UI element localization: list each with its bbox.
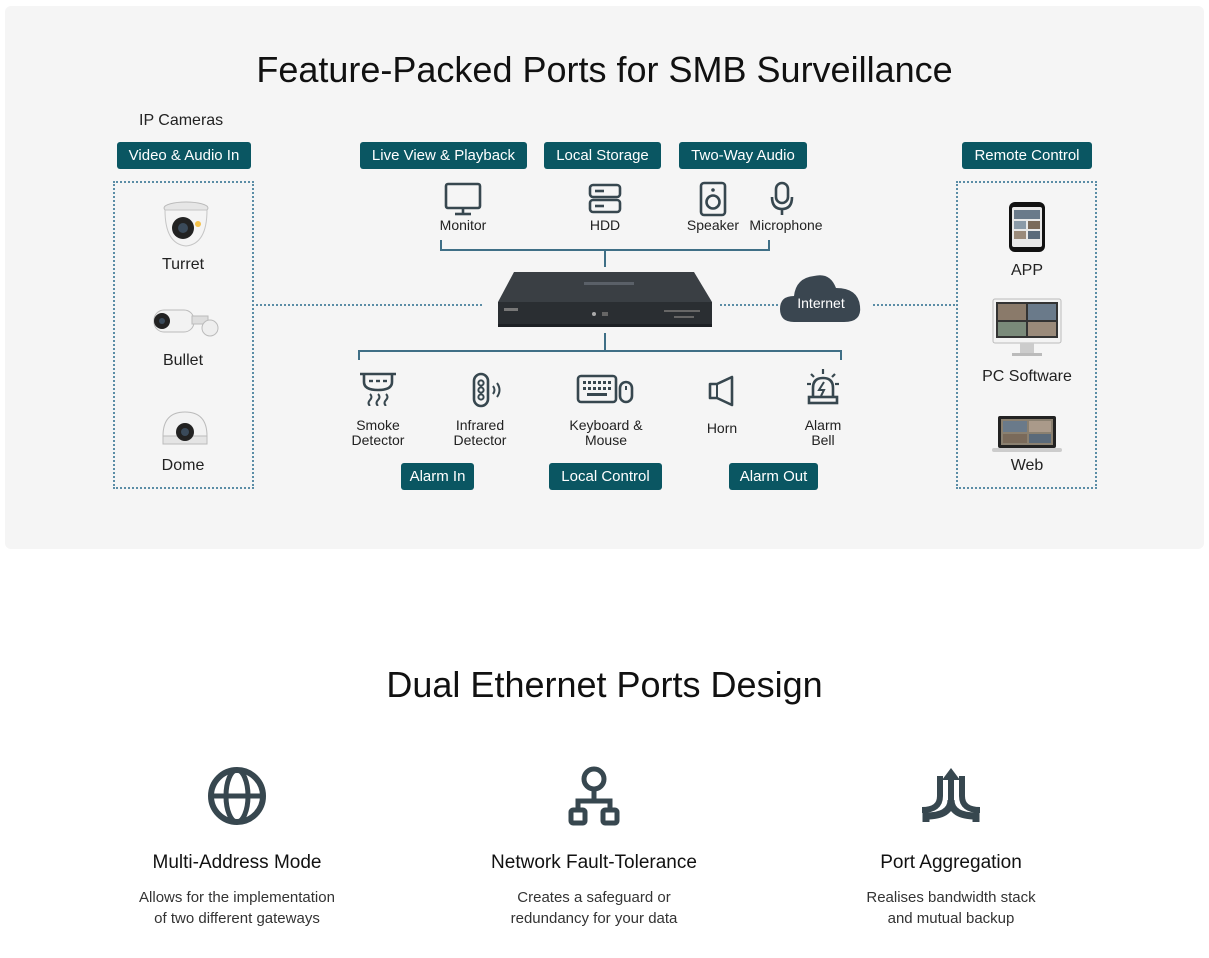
tag-video-audio-in: Video & Audio In [117, 142, 251, 169]
tag-remote-control: Remote Control [962, 142, 1092, 169]
hdd-icon [588, 183, 622, 214]
keyboard-mouse-icon [576, 374, 634, 404]
feature-port-aggregation-desc-2: and mutual backup [887, 910, 1015, 927]
camera-turret-label: Turret [161, 256, 205, 273]
feature-fault-tolerance-title: Network Fault-Tolerance [491, 852, 697, 873]
web-laptop-icon [992, 416, 1062, 452]
feature-port-aggregation-desc-1: Realises bandwidth stack [866, 889, 1036, 906]
feature-multi-address-desc-1: Allows for the implementation [139, 889, 335, 906]
feature-multi-address-desc-2: of two different gateways [154, 910, 320, 927]
cameras-connector [256, 304, 482, 306]
cameras-box [113, 181, 254, 489]
alarm-bell-icon [807, 369, 839, 405]
keyboard-label-1: Keyboard & [569, 417, 643, 433]
nvr-internet-connector [720, 304, 778, 306]
feature-multi-address-title: Multi-Address Mode [152, 852, 322, 873]
horn-label: Horn [706, 420, 738, 436]
camera-dome-label: Dome [161, 457, 205, 474]
feature-fault-tolerance-desc-1: Creates a safeguard or [517, 889, 671, 906]
remote-web-label: Web [1010, 457, 1044, 474]
internet-label: Internet [797, 295, 845, 311]
device-monitor-label: Monitor [439, 217, 487, 233]
tag-alarm-out: Alarm Out [729, 463, 818, 490]
smoke-label-1: Smoke [356, 417, 400, 433]
bottom-bracket [358, 350, 842, 352]
feature-fault-tolerance-desc-2: redundancy for your data [510, 910, 678, 927]
infrared-label-2: Detector [453, 432, 507, 448]
device-hdd-label: HDD [589, 217, 621, 233]
smoke-label-2: Detector [351, 432, 405, 448]
remote-app-label: APP [1010, 262, 1043, 279]
infrared-label-1: Infrared [455, 417, 505, 433]
keyboard-label-2: Mouse [584, 432, 628, 448]
infrared-detector-icon [472, 372, 501, 408]
section-title-surveillance: Feature-Packed Ports for SMB Surveillanc… [256, 49, 953, 90]
device-speaker-label: Speaker [686, 217, 740, 233]
phone-app-icon [1009, 202, 1045, 252]
internet-cloud-icon [780, 275, 861, 322]
tag-two-way-audio: Two-Way Audio [679, 142, 807, 169]
feature-port-aggregation-title: Port Aggregation [880, 852, 1022, 873]
alarm-bell-label-2: Bell [811, 432, 835, 448]
bullet-camera-icon [153, 309, 219, 337]
remote-pc-software-label: PC Software [982, 368, 1072, 385]
tag-live-view-playback: Live View & Playback [360, 142, 527, 169]
pc-software-icon [992, 298, 1062, 356]
merge-arrow-icon [921, 768, 981, 822]
tag-local-control: Local Control [549, 463, 662, 490]
nvr-device-icon [498, 272, 712, 327]
turret-camera-icon [163, 201, 209, 247]
microphone-icon [770, 181, 794, 215]
remote-box [956, 181, 1097, 489]
network-tree-icon [568, 766, 620, 826]
globe-icon [208, 767, 266, 825]
speaker-icon [699, 181, 727, 217]
dome-camera-icon [162, 411, 208, 445]
section-title-dual-ethernet: Dual Ethernet Ports Design [386, 664, 823, 705]
camera-bullet-label: Bullet [162, 352, 204, 369]
tag-alarm-in: Alarm In [401, 463, 474, 490]
device-microphone-label: Microphone [749, 217, 823, 233]
alarm-bell-label-1: Alarm [804, 417, 842, 433]
top-bracket [440, 249, 770, 251]
monitor-icon [444, 182, 482, 216]
ip-cameras-label: IP Cameras [139, 112, 224, 129]
horn-icon [708, 375, 734, 407]
internet-remote-connector [873, 304, 955, 306]
smoke-detector-icon [360, 372, 396, 406]
tag-local-storage: Local Storage [544, 142, 661, 169]
